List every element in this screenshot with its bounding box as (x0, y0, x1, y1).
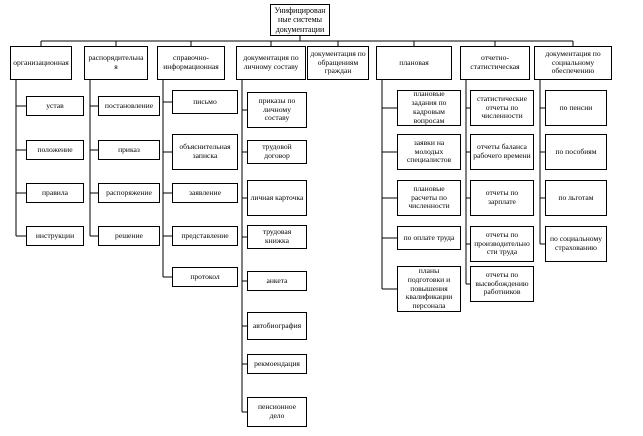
column-1-item-0: постановление (98, 96, 160, 116)
column-6-item-2: отчеты по зарплате (470, 180, 534, 216)
column-5-item-1: заявки на молодых специалистов (397, 134, 461, 170)
column-1-item-3: решение (98, 226, 160, 246)
column-6-item-4: отчеты по высвобождению работников (470, 266, 534, 302)
column-header-1-label: распорядительная (88, 53, 144, 71)
column-header-3-label: документация по личному составу (243, 53, 299, 71)
column-7-item-1: по пособиям (545, 134, 607, 170)
column-5-item-0: плановые задания по кадровым вопросам (397, 90, 461, 126)
column-7-item-2: по льготам (545, 180, 607, 216)
column-7-item-3: по социальному страхованию (545, 226, 607, 262)
column-3-item-7: пенсионное дело (247, 397, 307, 427)
column-5-item-2: плановые расчеты по численности (397, 180, 461, 216)
column-header-2-label: справочно-информационная (163, 53, 219, 71)
column-1-item-1: приказ (98, 140, 160, 160)
column-6-item-3-label: отчеты по производительности труда (474, 229, 530, 257)
column-6-item-4-label: отчеты по высвобождению работников (475, 269, 529, 297)
column-5-item-4: планы подготовки и повышения квалификаци… (397, 266, 461, 312)
column-2-item-2: заявление (172, 183, 238, 203)
column-3-item-3-label: трудовая книжка (262, 227, 292, 245)
column-3-item-0-label: приказы по личному составу (258, 95, 296, 123)
column-2-item-2-label: заявление (188, 187, 221, 197)
column-1-item-3-label: решение (115, 230, 143, 240)
column-5-item-1-label: заявки на молодых специалистов (406, 137, 452, 165)
column-header-4-label: документация по обращениям граждан (310, 48, 366, 76)
column-header-2: справочно-информационная (157, 46, 225, 80)
column-0-item-0: устав (26, 96, 84, 116)
column-header-6-label: отчетно-статистическая (470, 53, 520, 71)
column-0-item-2-label: правила (41, 187, 69, 197)
column-0-item-3-label: инструкции (35, 230, 75, 240)
column-0-item-1-label: положение (37, 144, 73, 154)
column-header-5-label: плановая (399, 57, 429, 67)
column-6-item-1-label: отчеты баланса рабочего времени (473, 142, 531, 160)
column-header-6: отчетно-статистическая (460, 46, 530, 80)
column-5-item-0-label: плановые задания по кадровым вопросам (411, 90, 447, 125)
column-header-3: документация по личному составу (236, 46, 306, 80)
column-3-item-4: анкета (247, 271, 307, 291)
column-header-5: плановая (376, 46, 452, 80)
column-3-item-1: трудовой договор (247, 140, 307, 164)
column-3-item-2-label: личная карточка (250, 192, 304, 202)
column-7-item-0: по пенсии (545, 90, 607, 126)
column-2-item-3: представление (172, 226, 238, 246)
column-0-item-2: правила (26, 183, 84, 203)
column-1-item-0-label: постановление (104, 100, 154, 110)
column-7-item-2-label: по льготам (558, 192, 594, 202)
column-header-7-label: документация по социальному обеспечению (545, 48, 601, 76)
column-5-item-3: по оплате труда (397, 226, 461, 250)
column-header-0: организационная (10, 46, 72, 80)
column-7-item-0-label: по пенсии (559, 102, 593, 112)
column-6-item-0: статистические отчеты по численности (470, 90, 534, 126)
column-3-item-2: личная карточка (247, 180, 307, 216)
column-3-item-5-label: автобиография (252, 320, 302, 330)
column-2-item-0: письмо (172, 90, 238, 114)
column-6-item-1: отчеты баланса рабочего времени (470, 134, 534, 170)
column-0-item-3: инструкции (26, 226, 84, 246)
column-6-item-0-label: статистические отчеты по численности (477, 93, 527, 121)
column-3-item-5: автобиография (247, 312, 307, 340)
column-3-item-3: трудовая книжка (247, 225, 307, 249)
column-7-item-1-label: по пособиям (555, 146, 597, 156)
root-node-label: Унифицированные системы документации (274, 5, 326, 34)
column-2-item-4-label: протокол (190, 271, 220, 281)
column-header-0-label: организационная (13, 57, 69, 67)
column-2-item-0-label: письмо (193, 96, 217, 106)
column-2-item-4: протокол (172, 267, 238, 287)
column-0-item-1: положение (26, 140, 84, 160)
column-3-item-1-label: трудовой договор (262, 142, 292, 160)
column-header-4: документация по обращениям граждан (307, 46, 369, 80)
column-5-item-4-label: планы подготовки и повышения квалификаци… (405, 266, 453, 311)
column-1-item-2: распоряжение (98, 183, 160, 203)
column-header-1: распорядительная (84, 46, 148, 80)
column-1-item-1-label: приказ (118, 144, 140, 154)
root-node: Унифицированные системы документации (270, 4, 330, 36)
column-3-item-0: приказы по личному составу (247, 92, 307, 128)
column-6-item-2-label: отчеты по зарплате (485, 188, 519, 206)
column-7-item-3-label: по социальному страхованию (549, 234, 603, 252)
column-2-item-1-label: объяснительная записка (179, 142, 231, 160)
column-5-item-2-label: плановые расчеты по численности (408, 183, 450, 211)
column-3-item-7-label: пенсионное дело (257, 402, 297, 420)
column-2-item-1: объяснительная записка (172, 134, 238, 170)
column-0-item-0-label: устав (46, 100, 64, 110)
column-5-item-3-label: по оплате труда (403, 232, 455, 242)
column-6-item-3: отчеты по производительности труда (470, 226, 534, 262)
column-3-item-6-label: рекмоендация (254, 358, 300, 368)
column-header-7: документация по социальному обеспечению (534, 46, 612, 80)
column-1-item-2-label: распоряжение (106, 187, 152, 197)
column-3-item-6: рекмоендация (247, 354, 307, 374)
column-3-item-4-label: анкета (266, 275, 288, 285)
column-2-item-3-label: представление (181, 230, 229, 240)
